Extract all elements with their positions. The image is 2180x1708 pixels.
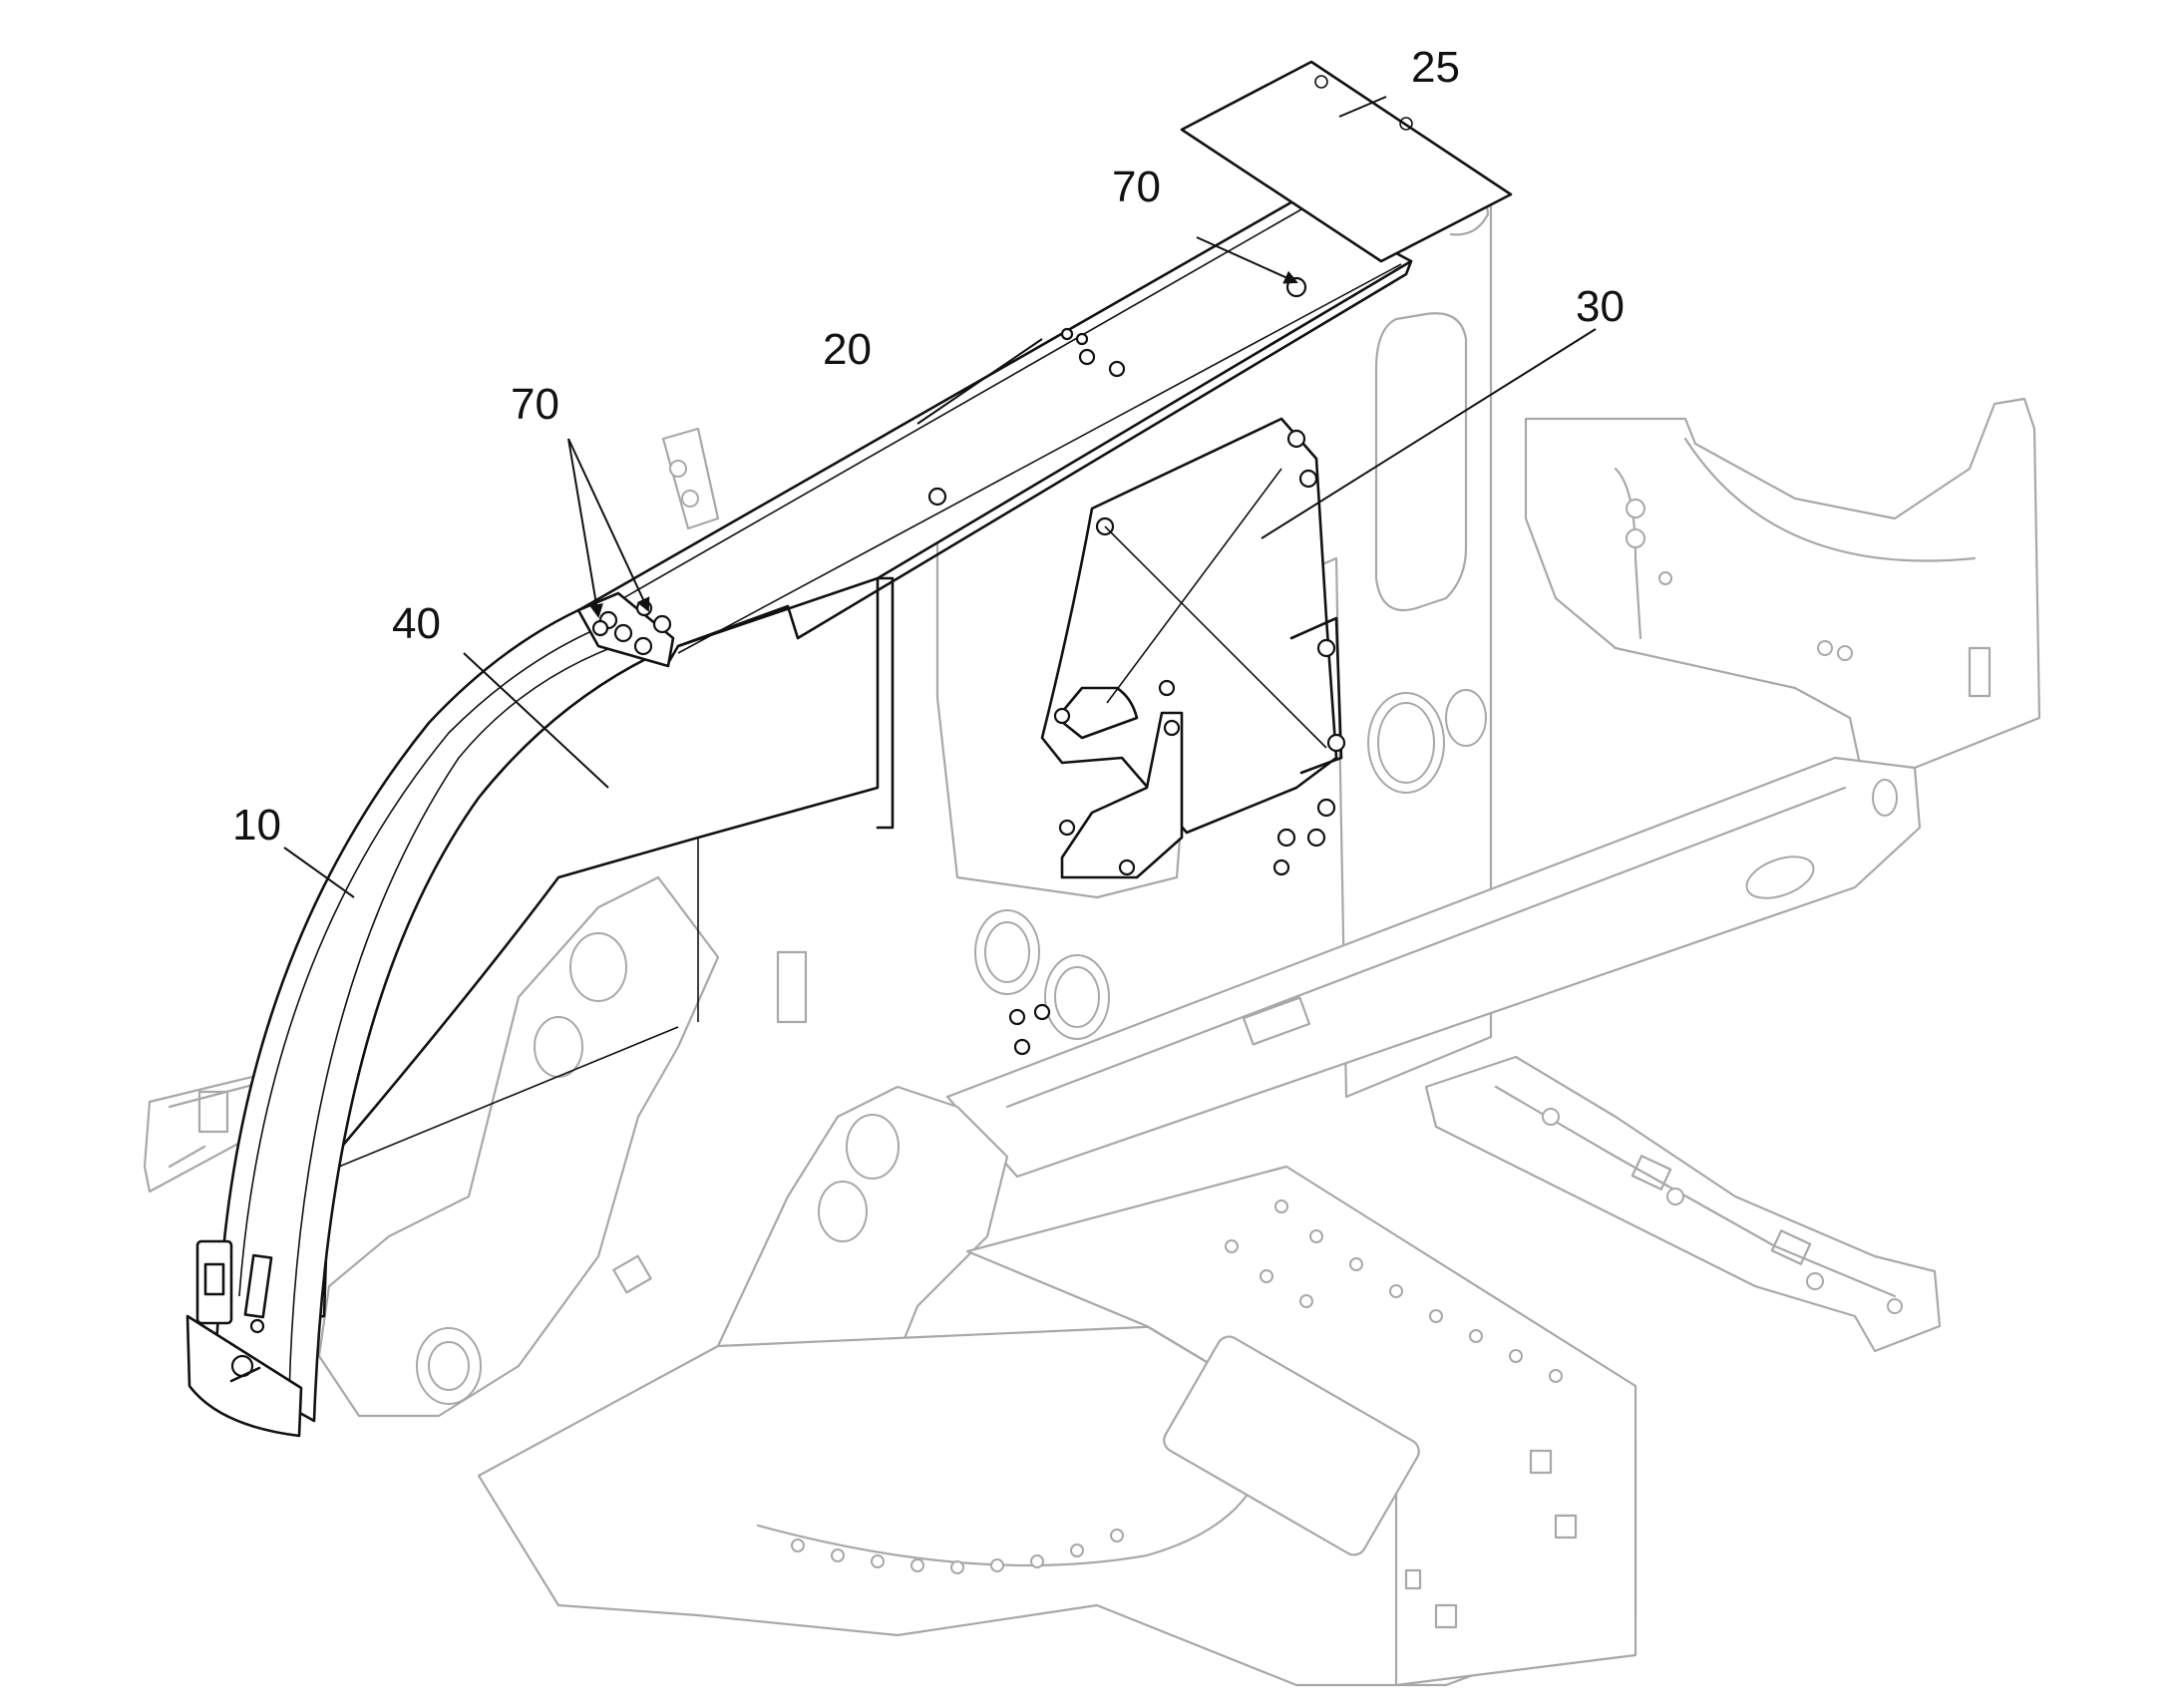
callout-70-top: 70 xyxy=(1112,163,1161,211)
callout-10: 10 xyxy=(232,801,281,850)
callout-labels: 25 70 30 20 70 40 10 xyxy=(232,43,1625,850)
callout-70-left: 70 xyxy=(511,380,559,429)
part-25-top-plate xyxy=(1180,60,1513,263)
callout-25: 25 xyxy=(1411,43,1460,92)
leader-70-a xyxy=(567,438,603,618)
leader-20 xyxy=(916,338,1043,425)
bulkhead-fittings xyxy=(1008,798,1336,1056)
leader-70-b xyxy=(567,438,650,612)
leader-30 xyxy=(1261,328,1597,539)
leader-70-top xyxy=(1196,236,1298,284)
leader-40 xyxy=(463,652,609,789)
leader-lines xyxy=(283,96,1597,898)
part-10-curved-beam xyxy=(185,591,675,1438)
base-plate-holes xyxy=(791,1529,1124,1574)
box-holes xyxy=(1225,1199,1563,1383)
leader-10 xyxy=(283,847,355,898)
callout-20: 20 xyxy=(823,325,872,374)
part-30-access-cover xyxy=(1040,417,1346,879)
callout-40: 40 xyxy=(392,599,441,648)
leader-25 xyxy=(1338,96,1387,118)
callout-30: 30 xyxy=(1576,282,1625,331)
